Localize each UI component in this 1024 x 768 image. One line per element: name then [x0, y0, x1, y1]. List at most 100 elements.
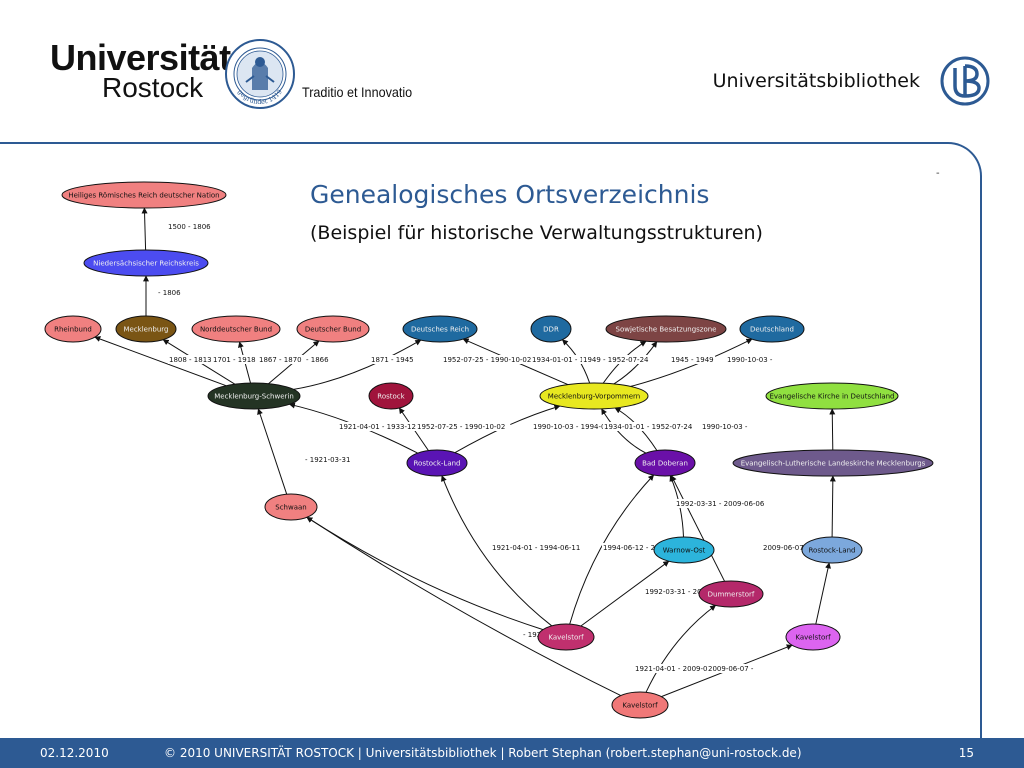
- node-ellipse: [530, 315, 572, 343]
- edge-label: 1701 - 1918: [213, 356, 256, 364]
- node-ellipse: [264, 493, 318, 521]
- logo-line-rostock: Rostock: [102, 72, 204, 103]
- edge-label: 2009-06-07 -: [708, 665, 754, 673]
- node-label: Rostock-Land: [413, 460, 460, 468]
- edge-label: 2009-06-07 -: [763, 544, 809, 552]
- graph-node: Rostock-Land: [801, 536, 863, 564]
- slide-frame: [0, 142, 982, 738]
- node-label: Deutsches Reich: [411, 326, 469, 334]
- edge-label: 1500 - 1806: [168, 223, 211, 231]
- edge-label-bg: [582, 355, 652, 364]
- library-name: Universitätsbibliothek: [712, 70, 920, 92]
- edge-label: 1992-03-31 - 2009-06-06: [676, 500, 765, 508]
- graph-edge: [441, 475, 553, 627]
- node-ellipse: [765, 382, 899, 410]
- graph-edge: [670, 475, 726, 582]
- node-label: Evangelische Kirche in Deutschland: [769, 393, 894, 401]
- node-label: Norddeutscher Bund: [200, 326, 272, 334]
- edge-label-bg: [370, 355, 416, 364]
- graph-node: Sowjetische Besatzungszone: [605, 315, 727, 343]
- node-label: Bad Doberan: [642, 460, 688, 468]
- graph-node: DDR: [530, 315, 572, 343]
- graph-edge: [829, 475, 836, 538]
- graph-node: Deutsches Reich: [402, 315, 478, 343]
- university-motto: Traditio et Innovatio: [302, 84, 413, 100]
- edge-label-bg: [602, 543, 697, 552]
- graph-edge: [645, 604, 717, 693]
- node-ellipse: [402, 315, 478, 343]
- edge-label: 1945 - 1949: [671, 356, 714, 364]
- graph-node: Mecklenburg-Vorpommern: [539, 382, 649, 410]
- footer-copyright: © 2010 UNIVERSITÄT ROSTOCK | Universität…: [164, 746, 802, 760]
- node-label: Rheinbund: [54, 326, 92, 334]
- edge-label: 1921-04-01 - 2009-06-06: [635, 665, 724, 673]
- graph-node: Deutscher Bund: [296, 315, 370, 343]
- edge-label: 1990-10-03 - 1994-06-11: [533, 423, 621, 431]
- node-ellipse: [83, 249, 209, 277]
- node-label: Niedersächsischer Reichskreis: [93, 260, 199, 268]
- footer-page-number: 15: [958, 746, 974, 760]
- edge-label: - 1806: [158, 289, 181, 297]
- graph-node: Deutschland: [739, 315, 805, 343]
- node-label: Schwaan: [275, 504, 306, 512]
- node-label: DDR: [543, 326, 559, 334]
- graph-node: Norddeutscher Bund: [191, 315, 281, 343]
- edge-label-bg: [167, 222, 213, 231]
- graph-node: Niedersächsischer Reichskreis: [83, 249, 209, 277]
- node-ellipse: [732, 449, 934, 477]
- edge-label-bg: [305, 355, 330, 364]
- edge-label: - 1866: [306, 356, 329, 364]
- edge-label: 1949 - 1952-07-24: [583, 356, 649, 364]
- edge-label-bg: [531, 355, 601, 364]
- edge-label: 1934-01-01 - 1952-07-24: [604, 423, 693, 431]
- edge-label-bg: [258, 355, 304, 364]
- graph-edge: [94, 336, 227, 387]
- node-ellipse: [653, 536, 715, 564]
- node-ellipse: [537, 623, 595, 651]
- graph-node: Mecklenburg-Schwerin: [207, 382, 301, 410]
- edge-label-bg: [707, 664, 757, 673]
- edge-label-bg: [416, 422, 511, 431]
- edge-label: 1952-07-25 - 1990-10-02: [443, 356, 531, 364]
- edge-label-bg: [491, 543, 586, 552]
- edge-label-bg: [726, 355, 776, 364]
- node-ellipse: [191, 315, 281, 343]
- edge-label: 1867 - 1870: [259, 356, 302, 364]
- graph-edge: [257, 408, 288, 495]
- edge-label: 1871 - 1945: [371, 356, 414, 364]
- node-ellipse: [634, 449, 696, 477]
- node-ellipse: [207, 382, 301, 410]
- graph-edge: [580, 560, 670, 627]
- graph-node: Kavelstorf: [537, 623, 595, 651]
- logo-line-university: Universität: [50, 37, 231, 78]
- node-label: Mecklenburg: [123, 326, 168, 334]
- graph-node: Rostock: [368, 382, 414, 410]
- footer-bar: 02.12.2010 © 2010 UNIVERSITÄT ROSTOCK | …: [0, 738, 1024, 768]
- corner-mark: -: [936, 168, 940, 179]
- edge-label-bg: [304, 455, 354, 464]
- graph-edge: [829, 408, 836, 451]
- node-label: Deutscher Bund: [305, 326, 361, 334]
- graph-node: Warnow-Ost: [653, 536, 715, 564]
- node-label: Evangelisch-Lutherische Landeskirche Mec…: [741, 460, 926, 468]
- graph-edge: [613, 341, 658, 385]
- node-label: Heiliges Römisches Reich deutscher Natio…: [68, 192, 219, 200]
- node-ellipse: [698, 580, 764, 608]
- node-ellipse: [605, 315, 727, 343]
- graph-node: Evangelisch-Lutherische Landeskirche Mec…: [732, 449, 934, 477]
- ub-monogram-icon: [940, 56, 990, 106]
- edge-label-bg: [338, 422, 433, 431]
- node-label: Kavelstorf: [795, 634, 831, 642]
- graph-edge: [601, 408, 646, 454]
- node-ellipse: [801, 536, 863, 564]
- edge-label: 1934-01-01 - 1945: [532, 356, 597, 364]
- node-label: Mecklenburg-Vorpommern: [548, 393, 640, 401]
- edge-label-bg: [157, 288, 182, 297]
- graph-edge: [306, 516, 622, 697]
- edge-label-bg: [532, 422, 627, 431]
- node-label: Sowjetische Besatzungszone: [616, 326, 717, 334]
- node-ellipse: [368, 382, 414, 410]
- node-ellipse: [611, 691, 669, 719]
- edge-label-bg: [762, 543, 812, 552]
- graph-node: Rostock-Land: [406, 449, 468, 477]
